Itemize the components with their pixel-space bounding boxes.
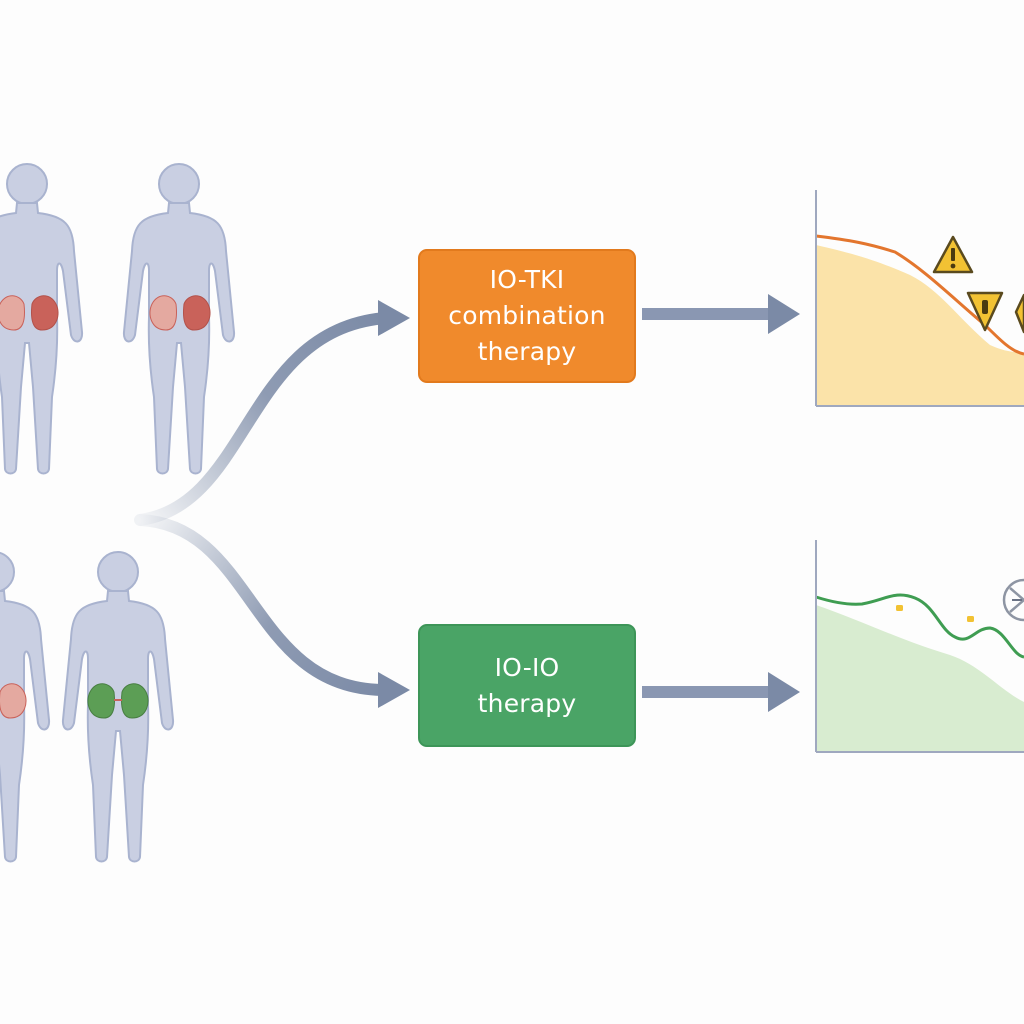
io-io-subtitle: therapy	[477, 688, 577, 718]
stopwatch-icon	[1002, 578, 1024, 622]
arrow-to-top-outcome	[642, 294, 800, 334]
io-io-therapy-box: IO-IO therapy	[418, 624, 636, 747]
io-tki-title: IO-TKI	[489, 265, 565, 294]
patient-figure-top-left	[0, 163, 84, 475]
arrow-to-bottom-outcome	[642, 672, 800, 712]
io-io-outcome-chart	[815, 540, 1024, 753]
warning-icon	[1014, 293, 1024, 334]
kidney-icon	[149, 295, 211, 331]
branch-arrow-to-io-io	[134, 514, 410, 708]
patient-figure-bottom-right	[61, 551, 175, 863]
io-tki-outcome-chart	[815, 190, 1024, 407]
warning-icon	[932, 235, 974, 274]
patient-figure-bottom-left	[0, 551, 51, 863]
kidney-icon	[0, 295, 59, 331]
kidney-icon	[0, 683, 27, 719]
patient-figure-top-right	[122, 163, 236, 475]
adverse-event-marker-icon	[966, 291, 1004, 332]
io-tki-subtitle: therapy	[477, 337, 577, 366]
io-io-title: IO-IO	[494, 652, 560, 682]
branch-arrow-to-io-tki	[134, 300, 410, 526]
io-tki-therapy-box: IO-TKI combination therapy	[418, 249, 636, 383]
io-tki-subtitle: combination	[448, 301, 606, 330]
kidney-icon	[87, 683, 149, 719]
